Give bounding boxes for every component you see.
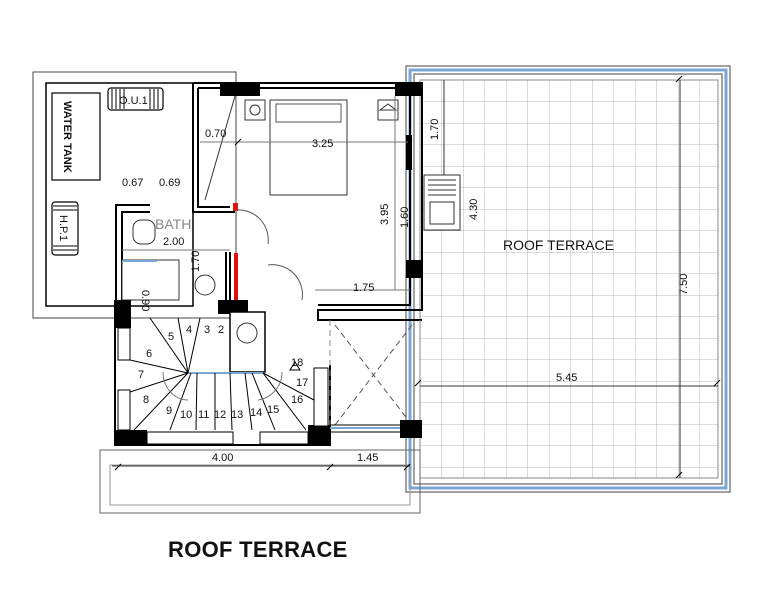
water-tank [51, 92, 101, 181]
dim-label: 5.45 [556, 372, 577, 384]
stair-step-number: 14 [250, 407, 262, 419]
shower [121, 259, 180, 301]
dim-label: 3.95 [379, 204, 391, 225]
stair-step-number: 16 [291, 394, 303, 406]
balcony [99, 449, 421, 514]
bathroom [115, 204, 231, 305]
stair-step-number: 17 [296, 377, 308, 389]
dim-label: 1.60 [399, 207, 411, 228]
dim-label: 1.45 [357, 452, 378, 464]
stair-step-number: 15 [267, 404, 279, 416]
outdoor-unit-label: O.U.1 [119, 95, 148, 107]
stair-step-number: 4 [186, 324, 192, 336]
stair-step-number: 8 [143, 394, 149, 406]
heat-pump-label: H.P.1 [57, 215, 69, 241]
stair-step-number: 7 [138, 369, 144, 381]
stair-step-number: 11 [198, 409, 209, 421]
labels: WATER TANK O.U.1 H.P.1 BATH ROOF TERRACE… [57, 95, 690, 464]
dim-label: 1.75 [353, 282, 374, 294]
terrace-label: ROOF TERRACE [503, 237, 614, 253]
stair-step-number: 9 [166, 405, 172, 417]
water-tank-label: WATER TANK [61, 101, 73, 173]
stair-step-number: 13 [231, 409, 243, 421]
outdoor-unit [107, 87, 164, 111]
dim-label: 7.50 [678, 274, 690, 295]
heat-pump [51, 201, 79, 256]
roof-terrace [405, 65, 731, 493]
stair-step-number: 3 [204, 324, 210, 336]
stair-step-number: 6 [146, 348, 152, 360]
stair-step-number: 5 [168, 331, 174, 343]
dim-label: 4.30 [468, 199, 480, 220]
stair-step-number: 12 [214, 409, 226, 421]
dim-label: 4.00 [212, 452, 233, 464]
dim-label: 0.90 [139, 290, 151, 311]
dim-label: 0.67 [122, 177, 143, 189]
stair-step-number: 18 [291, 357, 303, 369]
page-title: ROOF TERRACE [168, 537, 348, 562]
dim-label: 0.70 [205, 128, 226, 140]
bedroom [192, 82, 423, 321]
dim-label: 3.25 [312, 138, 333, 150]
dim-label: 1.70 [190, 251, 202, 272]
stair-step-number: 10 [180, 409, 192, 421]
dim-label: 2.00 [163, 236, 184, 248]
toilet [132, 219, 156, 245]
stair-step-number: 2 [218, 324, 224, 336]
staircase [114, 300, 422, 446]
sink [194, 274, 216, 296]
dim-label: 1.70 [429, 119, 441, 140]
dim-label: 0.69 [159, 177, 180, 189]
bath-label: BATH [155, 216, 191, 232]
